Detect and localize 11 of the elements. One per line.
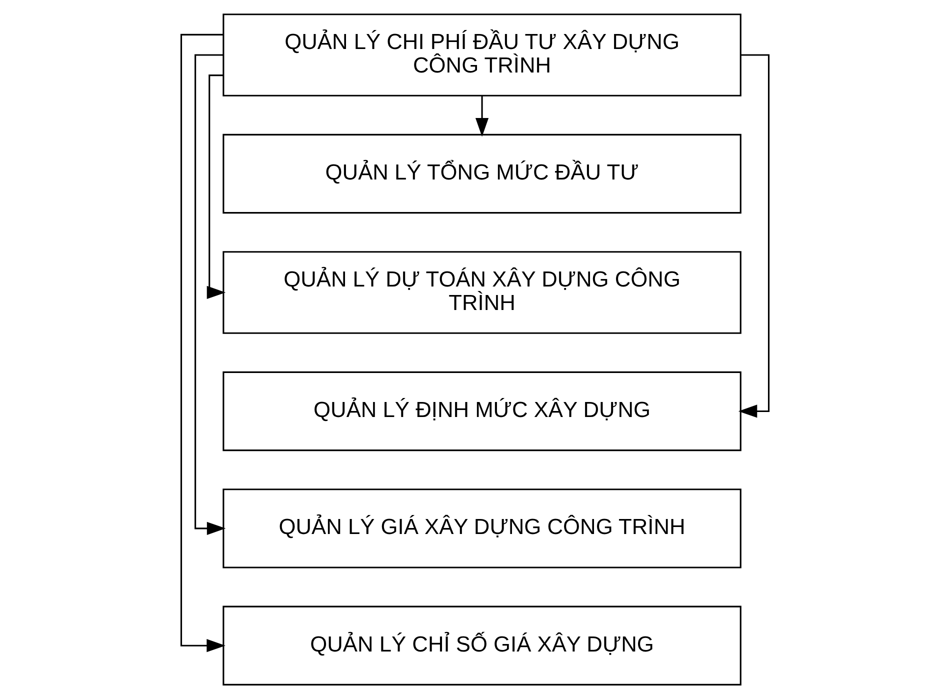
arrow xyxy=(194,54,226,535)
node-box: QUẢN LÝ GIÁ XÂY DỰNG CÔNG TRÌNH xyxy=(222,488,741,568)
node-box: QUẢN LÝ CHỈ SỐ GIÁ XÂY DỰNG xyxy=(222,606,741,686)
node-box: QUẢN LÝ TỔNG MỨC ĐẦU TƯ xyxy=(222,134,741,214)
node-box: QUẢN LÝ DỰ TOÁN XÂY DỰNG CÔNG TRÌNH xyxy=(222,251,741,334)
arrow xyxy=(180,34,225,652)
arrow xyxy=(738,54,770,418)
node-box: QUẢN LÝ CHI PHÍ ĐẦU TƯ XÂY DỰNG CÔNG TRÌNH xyxy=(222,14,741,96)
node-box: QUẢN LÝ ĐỊNH MỨC XÂY DỰNG xyxy=(222,371,741,452)
arrow xyxy=(474,96,488,137)
arrow xyxy=(206,74,226,300)
